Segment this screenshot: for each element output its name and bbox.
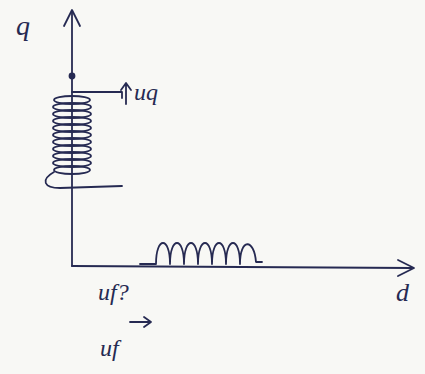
signal-label: uf [100, 336, 119, 360]
d-coil [140, 243, 262, 264]
voltage-arrow [130, 317, 151, 327]
axis-label: q [16, 12, 30, 40]
voltage-arrow [121, 83, 131, 104]
q-arrowhead [64, 10, 80, 26]
signal-label: uf? [98, 280, 129, 304]
signal-label: uq [134, 80, 158, 104]
d-axis [72, 266, 412, 268]
d-arrowhead [398, 260, 414, 276]
axis-dot [70, 74, 75, 79]
q-coil [45, 92, 122, 188]
axis-label: d [396, 280, 409, 306]
